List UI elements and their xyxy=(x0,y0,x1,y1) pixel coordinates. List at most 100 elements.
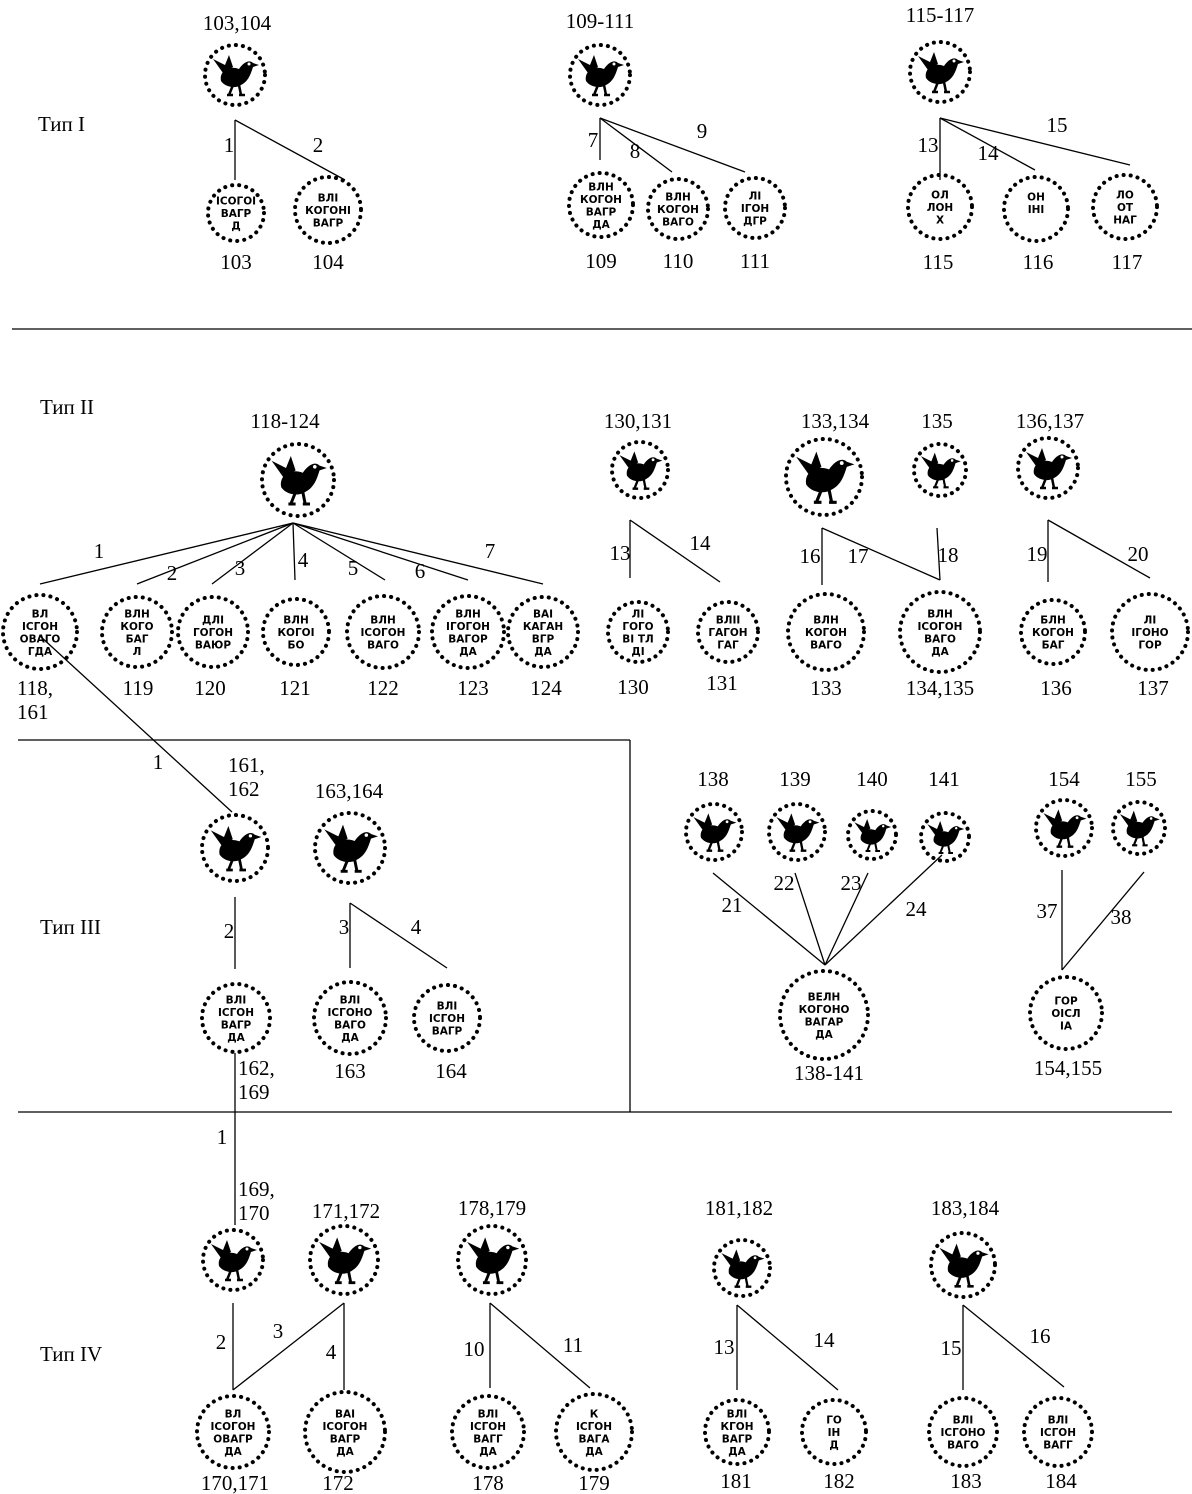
seal-inscription-line: ІСГОН xyxy=(22,621,58,633)
die-link-line xyxy=(39,635,233,813)
reverse-label: 162,169 xyxy=(238,1056,275,1104)
reverse-label: 121 xyxy=(279,676,311,700)
seal-inscription-line: ДА xyxy=(459,646,477,658)
bird-seal-icon xyxy=(319,1237,372,1285)
seal-inscription-line: КОГОН xyxy=(1032,627,1074,639)
seal-inscription-line: ВЛІ xyxy=(318,193,339,205)
seal-inscription-line: ВАГР xyxy=(330,1433,361,1445)
seal-border xyxy=(345,594,421,670)
seal-inscription-line: ВЛН xyxy=(588,181,614,193)
seal-border xyxy=(712,1238,772,1298)
seal-inscription-line: КОГОН xyxy=(805,627,847,639)
seal-inscription-line: ВАГР xyxy=(221,208,252,220)
seal-inscription-line: ВЛН xyxy=(927,608,953,620)
seal-inscription-line: ГОГО xyxy=(622,621,653,633)
seal-inscription-line: ІН xyxy=(828,1427,841,1439)
seal-inscription-line: ДА xyxy=(227,1032,245,1044)
bird-seal-icon xyxy=(918,52,964,94)
seal-inscription-line: ДА xyxy=(728,1446,746,1458)
die-link-number: 1 xyxy=(224,133,235,157)
obverse-seal xyxy=(1016,436,1080,500)
seal-inscription-line: ГО xyxy=(826,1415,842,1427)
die-link-line xyxy=(599,117,673,173)
reverse-label: 154,155 xyxy=(1034,1056,1102,1080)
obverse-label: 138 xyxy=(697,767,729,791)
seal-border xyxy=(312,980,388,1056)
obverse-label: 135 xyxy=(921,409,953,433)
seal-inscription-line: ІСГОН xyxy=(576,1421,612,1433)
bird-seal-icon xyxy=(1119,810,1160,847)
bird-seal-icon xyxy=(920,452,961,489)
reverse-label: 163 xyxy=(334,1059,366,1083)
type-label-i: Тип I xyxy=(38,112,85,136)
seal-inscription-line: ВАГР xyxy=(221,1019,252,1031)
seal-inscription-line: ВАІ xyxy=(533,608,553,620)
reverse-label: 181 xyxy=(720,1469,752,1493)
seal-border xyxy=(1016,436,1080,500)
seal-inscription-line: ДГР xyxy=(743,216,767,228)
reverse-label: 120 xyxy=(194,676,226,700)
seal-inscription-line: ОТ xyxy=(1117,202,1134,214)
die-link-line xyxy=(292,522,296,581)
die-link-number: 13 xyxy=(918,133,939,157)
obverse-label: 139 xyxy=(779,767,811,791)
seal-inscription-line: КАГАН xyxy=(523,621,563,633)
die-link-number: 11 xyxy=(563,1333,583,1357)
seal-border xyxy=(1028,975,1104,1051)
obverse-seal xyxy=(203,43,267,107)
obverse-seal xyxy=(308,1224,380,1296)
seal-border xyxy=(786,592,866,672)
die-link-number: 3 xyxy=(235,556,246,580)
seal-inscription-line: ДА xyxy=(336,1446,354,1458)
seal-inscription-line: ВАГР xyxy=(313,218,344,230)
obverse-label: 133,134 xyxy=(801,409,870,433)
seal-border xyxy=(430,594,506,670)
obverse-seal xyxy=(568,43,632,107)
die-link-line xyxy=(939,117,1131,166)
seal-inscription-line: ВЛН xyxy=(455,608,481,620)
reverse-label: 117 xyxy=(1112,250,1143,274)
reverse-label: 172 xyxy=(322,1471,354,1494)
seal-border xyxy=(261,597,331,667)
die-link-number: 16 xyxy=(800,544,821,568)
reverse-label-line: 169 xyxy=(238,1080,270,1104)
bird-seal-icon xyxy=(1043,809,1087,848)
seal-border xyxy=(450,1394,526,1470)
seal-inscription-line: ВАГР xyxy=(586,206,617,218)
seal-border xyxy=(908,40,972,104)
reverse-label: 138-141 xyxy=(794,1061,864,1085)
seal-inscription-line: ДА xyxy=(815,1029,833,1041)
seal-inscription-line: ІГОН xyxy=(741,203,769,215)
die-link-line xyxy=(962,1304,1065,1388)
obverse-label: 183,184 xyxy=(931,1196,1000,1220)
seal-inscription-line: ДА xyxy=(585,1446,603,1458)
reverse-label: 111 xyxy=(740,249,770,273)
seal-inscription-line: ВЛІ xyxy=(437,1001,458,1013)
bird-seal-icon xyxy=(467,1237,520,1285)
obverse-label: 140 xyxy=(856,767,888,791)
reverse-label: 103 xyxy=(220,250,252,274)
seal-inscription-line: ЛІ xyxy=(632,608,645,620)
seal-inscription-line: ВАГО xyxy=(924,633,956,645)
seal-inscription-line: ВАІ xyxy=(335,1408,355,1420)
seal-inscription-line: Л xyxy=(133,646,142,658)
seal-inscription-line: КОГОНІ xyxy=(305,205,351,217)
reverse-label-line: 118, xyxy=(17,676,53,700)
reverse-label: 122 xyxy=(367,676,399,700)
seal-border xyxy=(201,1228,265,1292)
seal-inscription-line: ДА xyxy=(341,1032,359,1044)
obverse-label: 136,137 xyxy=(1016,409,1084,433)
reverse-label: 116 xyxy=(1023,250,1054,274)
seal-inscription-line: ГДА xyxy=(28,646,53,658)
die-link-number: 4 xyxy=(298,548,309,572)
